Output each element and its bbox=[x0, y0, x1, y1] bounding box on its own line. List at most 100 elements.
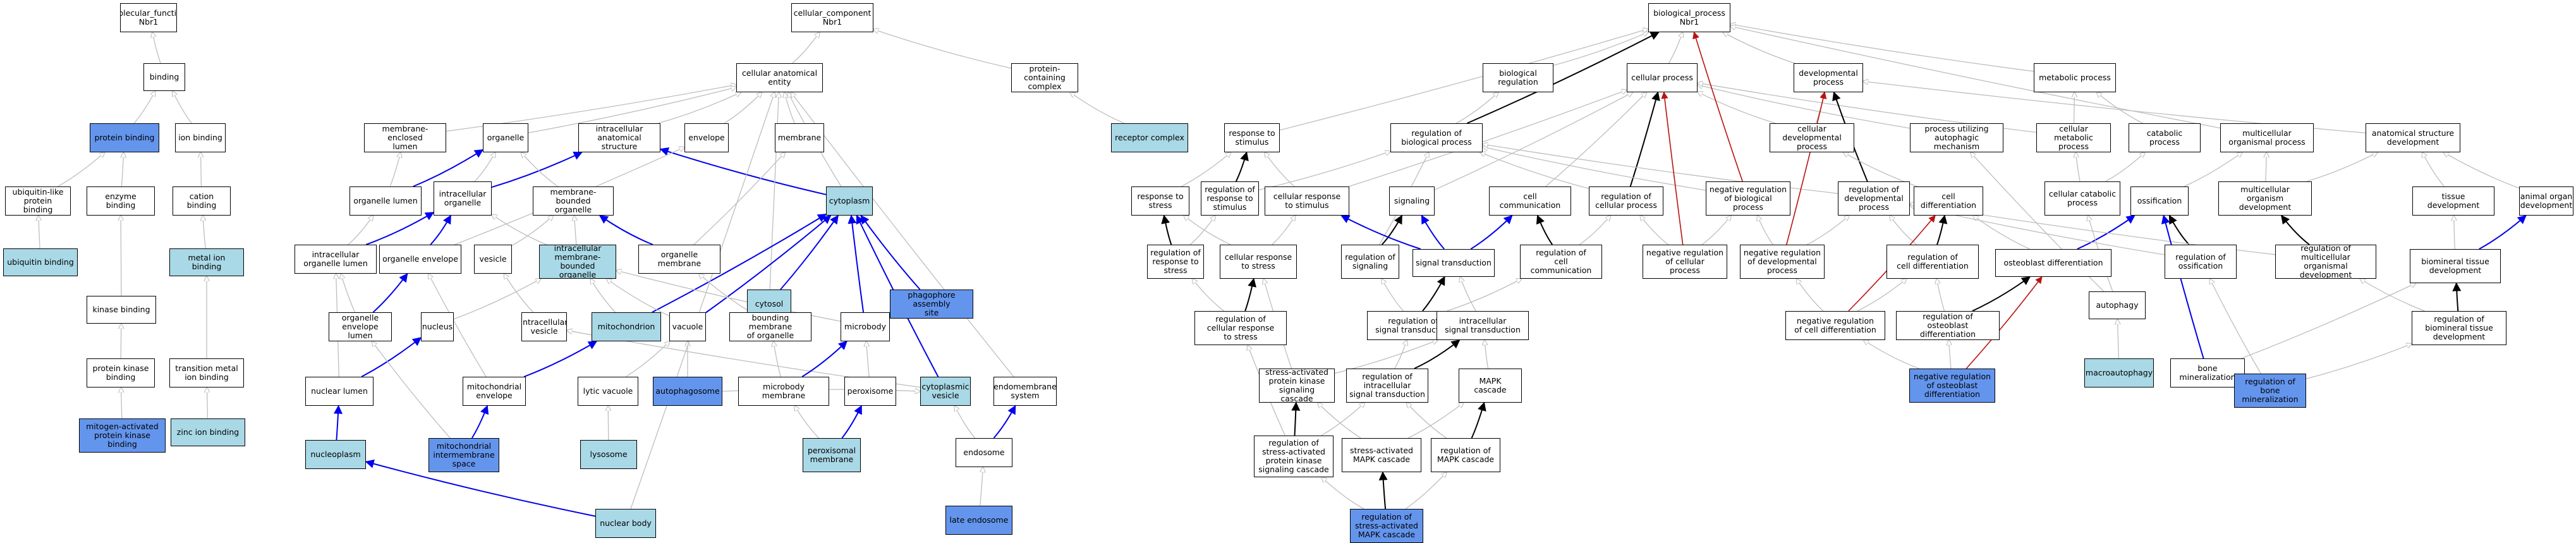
go-term-node-mop[interactable]: multicellular organismal process bbox=[2220, 123, 2314, 152]
go-term-node-crts[interactable]: cellular response to stimulus bbox=[1265, 186, 1349, 216]
go-term-node-autophagy[interactable]: autophagy bbox=[2089, 291, 2146, 319]
go-term-node-tmbind[interactable]: transition metal ion binding bbox=[169, 358, 244, 387]
go-term-node-ossif[interactable]: ossification bbox=[2130, 186, 2189, 216]
go-term-node-nucleoplasm[interactable]: nucleoplasm bbox=[305, 440, 366, 469]
go-term-node-icmbo[interactable]: intracellular membrane-bounded organelle bbox=[539, 245, 616, 279]
go-term-node-mbo[interactable]: membrane-bounded organelle bbox=[533, 186, 614, 216]
go-term-node-signaling[interactable]: signaling bbox=[1389, 186, 1435, 216]
go-term-node-crstress[interactable]: cellular response to stress bbox=[1220, 245, 1297, 279]
go-term-node-osteodiff[interactable]: osteoblast differentiation bbox=[1995, 249, 2111, 277]
go-term-node-samapk[interactable]: stress-activated MAPK cascade bbox=[1342, 438, 1421, 472]
go-term-node-cytoplasm[interactable]: cytoplasm bbox=[826, 186, 873, 216]
go-term-node-orglumen[interactable]: organelle lumen bbox=[349, 186, 422, 216]
go-term-node-phago[interactable]: phagophore assembly site bbox=[890, 290, 973, 319]
go-term-node-pkbind[interactable]: protein kinase binding bbox=[87, 358, 155, 387]
go-term-node-animdev[interactable]: animal organ development bbox=[2519, 186, 2573, 216]
go-term-node-mims[interactable]: mitochondrial intermembrane space bbox=[428, 438, 499, 472]
go-term-node-rts[interactable]: response to stimulus bbox=[1224, 123, 1280, 152]
go-term-node-organelle[interactable]: organelle bbox=[483, 123, 528, 152]
go-term-node-macroaut[interactable]: macroautophagy bbox=[2084, 358, 2154, 387]
go-term-node-bonemin[interactable]: bone mineralization bbox=[2170, 358, 2245, 387]
go-term-node-regsamapk[interactable]: regulation of stress-activated MAPK casc… bbox=[1350, 509, 1423, 543]
go-term-node-regdev[interactable]: regulation of developmental process bbox=[1838, 181, 1910, 216]
go-term-node-regbmtd[interactable]: regulation of biomineral tissue developm… bbox=[2412, 311, 2506, 345]
go-term-node-regsig[interactable]: regulation of signaling bbox=[1341, 245, 1399, 279]
go-term-node-regsapk[interactable]: regulation of stress-activated protein k… bbox=[1254, 436, 1334, 477]
go-term-node-mitoenv[interactable]: mitochondrial envelope bbox=[463, 377, 526, 406]
go-term-node-catab[interactable]: catabolic process bbox=[2129, 123, 2201, 152]
go-term-node-rc[interactable]: receptor complex bbox=[1111, 123, 1188, 152]
go-term-node-kinbind[interactable]: kinase binding bbox=[87, 296, 156, 324]
go-term-node-bmo[interactable]: bounding membrane of organelle bbox=[729, 312, 811, 341]
go-term-node-nrcp[interactable]: negative regulation of cellular process bbox=[1643, 245, 1727, 279]
go-term-node-regrts[interactable]: regulation of response to stimulus bbox=[1201, 181, 1259, 216]
go-term-node-rbp[interactable]: regulation of biological process bbox=[1390, 123, 1483, 152]
go-term-node-ccp[interactable]: cellular catabolic process bbox=[2044, 181, 2120, 216]
go-term-node-regcrs[interactable]: regulation of cellular response to stres… bbox=[1194, 311, 1287, 345]
go-term-node-icol[interactable]: intracellular organelle lumen bbox=[295, 245, 377, 274]
go-term-node-nrbp[interactable]: negative regulation of biological proces… bbox=[1706, 181, 1790, 216]
go-term-node-regcp[interactable]: regulation of cellular process bbox=[1589, 186, 1663, 216]
go-term-node-regossif[interactable]: regulation of ossification bbox=[2165, 245, 2237, 279]
go-term-node-membrane[interactable]: membrane bbox=[775, 123, 824, 152]
go-term-node-oel[interactable]: organelle envelope lumen bbox=[329, 312, 392, 341]
go-term-node-peroxmem[interactable]: peroxisomal membrane bbox=[803, 438, 861, 472]
go-term-node-endosome[interactable]: endosome bbox=[956, 438, 1012, 467]
go-term-node-biomtd[interactable]: biomineral tissue development bbox=[2410, 249, 2501, 283]
go-term-node-lytvac[interactable]: lytic vacuole bbox=[578, 377, 638, 406]
go-term-node-sapk[interactable]: stress-activated protein kinase signalin… bbox=[1259, 369, 1335, 403]
go-term-node-pucam[interactable]: process utilizing autophagic mechanism bbox=[1910, 123, 2003, 152]
go-term-node-ias[interactable]: intracellular anatomical structure bbox=[578, 123, 660, 152]
go-term-node-bp[interactable]: biological_process Nbr1 bbox=[1648, 3, 1730, 32]
go-term-node-nucleus[interactable]: nucleus bbox=[421, 312, 454, 341]
go-term-node-nuclumen[interactable]: nuclear lumen bbox=[305, 377, 374, 406]
go-term-node-pcc[interactable]: protein-containing complex bbox=[1011, 63, 1078, 92]
go-term-node-devproc[interactable]: developmental process bbox=[1794, 63, 1863, 92]
go-term-node-mapkc[interactable]: MAPK cascade bbox=[1459, 369, 1522, 403]
go-term-node-regmapk[interactable]: regulation of MAPK cascade bbox=[1431, 438, 1500, 472]
go-term-node-tissdev[interactable]: tissue development bbox=[2412, 186, 2494, 216]
go-term-node-ionbind[interactable]: ion binding bbox=[175, 123, 226, 152]
go-term-node-binding[interactable]: binding bbox=[143, 63, 185, 91]
go-term-node-protbind[interactable]: protein binding bbox=[90, 123, 159, 152]
go-term-node-peroxisome[interactable]: peroxisome bbox=[844, 377, 896, 406]
go-term-node-nrcd[interactable]: negative regulation of cell differentiat… bbox=[1785, 311, 1885, 340]
go-term-node-autophagosome[interactable]: autophagosome bbox=[653, 377, 722, 406]
go-term-node-cationbind[interactable]: cation binding bbox=[173, 186, 231, 216]
go-term-node-bioreg[interactable]: biological regulation bbox=[1483, 63, 1553, 92]
go-term-node-nrdev[interactable]: negative regulation of developmental pro… bbox=[1740, 245, 1825, 279]
go-term-node-mbmem[interactable]: microbody membrane bbox=[738, 377, 829, 406]
go-term-node-microbody[interactable]: microbody bbox=[841, 312, 890, 341]
go-term-node-mito[interactable]: mitochondrion bbox=[592, 312, 661, 341]
go-term-node-cellproc[interactable]: cellular process bbox=[1627, 63, 1698, 92]
go-term-node-mf[interactable]: molecular_function Nbr1 bbox=[120, 3, 177, 32]
go-term-node-cellcomm[interactable]: cell communication bbox=[1489, 186, 1571, 216]
go-term-node-regmod[interactable]: regulation of multicellular organismal d… bbox=[2275, 245, 2376, 279]
go-term-node-regrstress[interactable]: regulation of response to stress bbox=[1147, 245, 1204, 279]
go-term-node-mod[interactable]: multicellular organism development bbox=[2218, 181, 2312, 216]
go-term-node-regbonemin[interactable]: regulation of bone mineralization bbox=[2234, 374, 2306, 408]
go-term-node-nrod[interactable]: negative regulation of osteoblast differ… bbox=[1909, 369, 1995, 403]
go-term-node-metproc[interactable]: metabolic process bbox=[2034, 63, 2116, 92]
go-term-node-znbind[interactable]: zinc ion binding bbox=[171, 418, 245, 446]
go-term-node-celldev[interactable]: cellular developmental process bbox=[1770, 123, 1854, 152]
go-term-node-vesicle[interactable]: vesicle bbox=[474, 245, 512, 274]
go-term-node-celldiff[interactable]: cell differentiation bbox=[1914, 186, 1983, 216]
go-term-node-icorg[interactable]: intracellular organelle bbox=[434, 181, 492, 216]
go-term-node-orgmem[interactable]: organelle membrane bbox=[638, 245, 720, 274]
go-term-node-icves[interactable]: intracellular vesicle bbox=[521, 312, 567, 341]
go-term-node-metalbind[interactable]: metal ion binding bbox=[169, 248, 244, 276]
go-term-node-nucbody[interactable]: nuclear body bbox=[595, 509, 656, 538]
go-term-node-endomem[interactable]: endomembrane system bbox=[993, 377, 1057, 406]
go-term-node-vacuole[interactable]: vacuole bbox=[669, 312, 706, 341]
go-term-node-rtstress[interactable]: response to stress bbox=[1131, 186, 1189, 216]
go-term-node-mel[interactable]: membrane-enclosed lumen bbox=[364, 123, 446, 152]
go-term-node-regcelldiff[interactable]: regulation of cell differentiation bbox=[1886, 245, 1979, 279]
go-term-node-envelope[interactable]: envelope bbox=[684, 123, 729, 152]
go-term-node-cc[interactable]: cellular_component Nbr1 bbox=[791, 3, 873, 32]
go-term-node-ubbind[interactable]: ubiquitin binding bbox=[3, 248, 78, 276]
go-term-node-asd[interactable]: anatomical structure development bbox=[2366, 123, 2460, 152]
go-term-node-regcc[interactable]: regulation of cell communication bbox=[1520, 245, 1602, 279]
go-term-node-cytves[interactable]: cytoplasmic vesicle bbox=[920, 377, 971, 406]
go-term-node-lateendo[interactable]: late endosome bbox=[945, 506, 1012, 535]
